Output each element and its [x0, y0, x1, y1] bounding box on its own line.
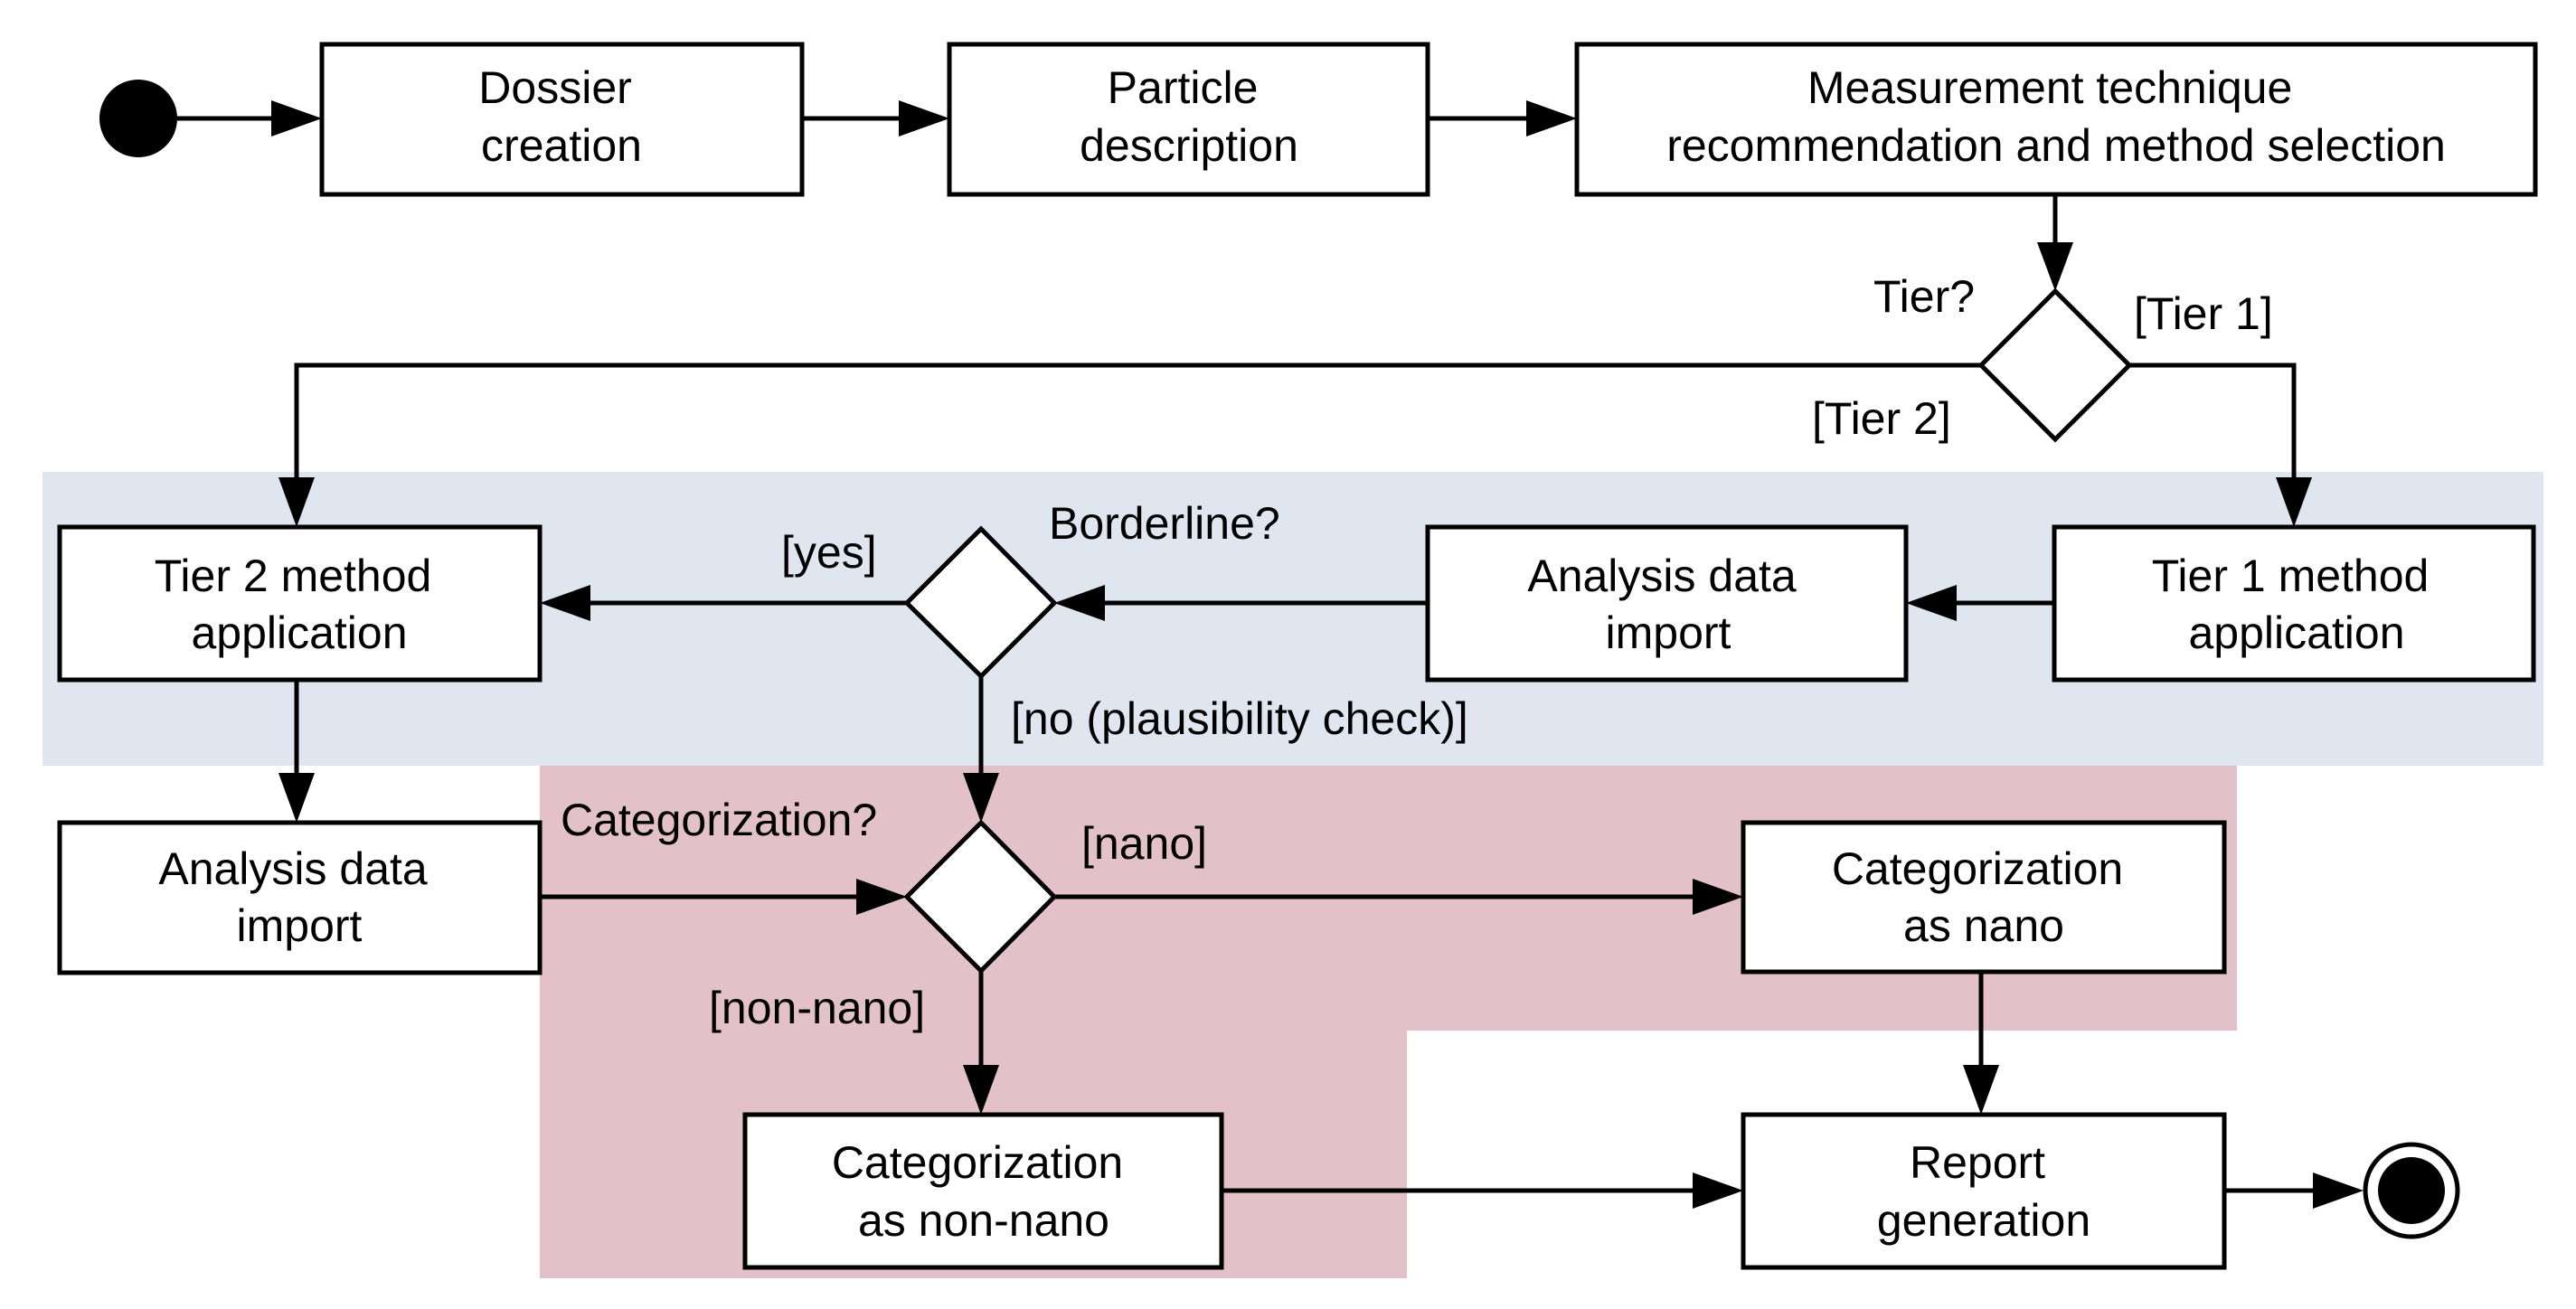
activity-report-generation: Report generation: [1741, 1112, 2227, 1270]
arrowhead-borderline: [1054, 585, 1105, 621]
arrowhead-tier: [2037, 242, 2073, 291]
svg-text:Particle description: Particle description: [1080, 62, 1298, 171]
import-upper-line-1: Analysis data: [1527, 551, 1797, 601]
activity-tier1-method-application: Tier 1 method application: [2052, 524, 2536, 683]
tier2-method-line-2: application: [191, 607, 407, 658]
svg-text:Report generation: Report generation: [1877, 1137, 2090, 1246]
arrowhead-categorization-no: [963, 773, 999, 823]
svg-text:Dossier creation: Dossier creation: [478, 62, 644, 171]
particle-description-line-1: Particle: [1108, 62, 1259, 113]
arrowhead-particle: [899, 100, 949, 137]
tier1-method-line-1: Tier 1 method: [2152, 551, 2430, 601]
dossier-creation-line-2: creation: [481, 120, 642, 171]
arrowhead-tier1-method: [2276, 477, 2312, 527]
guard-non-nano-label: [non-nano]: [709, 983, 925, 1033]
decision-borderline: [903, 525, 1058, 680]
categorization-nano-line-2: as nano: [1903, 900, 2064, 951]
arrowhead-import-lower: [278, 773, 315, 823]
report-generation-line-2: generation: [1877, 1195, 2090, 1246]
arrowhead-dossier: [271, 100, 322, 137]
svg-text:Tier 2 method applicatio: Tier 2 method application: [155, 551, 445, 658]
activity-analysis-data-import-upper: Analysis data import: [1425, 524, 1909, 683]
dossier-creation-line-1: Dossier: [478, 62, 631, 113]
activity-measurement-technique: Measurement technique recommendation and…: [1574, 42, 2538, 197]
measurement-technique-line-1: Measurement technique: [1807, 62, 2292, 113]
arrowhead-report-from-nano: [1963, 1065, 1999, 1115]
start-node: [99, 80, 177, 157]
svg-text:Categorization as nano: Categorization as nano: [1832, 843, 2136, 951]
edges: [177, 100, 2364, 1209]
activity-dossier-creation: Dossier creation: [319, 42, 805, 197]
svg-text:Analysis data import: Analysis data import: [1527, 551, 1808, 658]
decision-borderline-label: Borderline?: [1049, 498, 1280, 549]
decision-categorization: [903, 819, 1058, 975]
svg-text:Analysis data import: Analysis data import: [158, 843, 439, 951]
activity-tier2-method-application: Tier 2 method application: [57, 524, 543, 683]
svg-text:Tier 1 method applicatio: Tier 1 method application: [2152, 551, 2442, 658]
arrowhead-non-nano: [963, 1065, 999, 1115]
tier1-method-line-2: application: [2188, 607, 2404, 658]
activity-categorization-non-nano: Categorization as non-nano: [742, 1112, 1224, 1270]
guard-yes-label: [yes]: [781, 527, 877, 578]
activity-analysis-data-import-lower: Analysis data import: [57, 820, 543, 975]
import-lower-line-1: Analysis data: [158, 843, 428, 894]
decision-tier-label: Tier?: [1873, 271, 1975, 322]
categorization-nano-line-1: Categorization: [1832, 843, 2123, 894]
report-generation-line-1: Report: [1910, 1137, 2045, 1188]
import-upper-line-2: import: [1606, 607, 1731, 658]
end-node-inner: [2378, 1157, 2445, 1224]
guard-nano-label: [nano]: [1081, 818, 1207, 869]
svg-text:Categorization as non-na: Categorization as non-nano: [832, 1137, 1136, 1246]
arrowhead-categorization-decision: [856, 879, 907, 915]
guard-tier1-label: [Tier 1]: [2134, 288, 2273, 339]
arrowhead-tier2-method-yes: [540, 585, 590, 621]
arrowhead-measurement: [1526, 100, 1577, 137]
arrowhead-report-from-non-nano: [1693, 1172, 1743, 1209]
arrowhead-tier2-method: [278, 477, 315, 527]
svg-text:Measurement technique re: Measurement technique recommendation and…: [1666, 62, 2446, 171]
guard-no-plausibility-label: [no (plausibility check)]: [1011, 693, 1468, 744]
activity-particle-description: Particle description: [947, 42, 1430, 197]
arrowhead-nano: [1693, 879, 1743, 915]
arrowhead-import-upper: [1906, 585, 1957, 621]
import-lower-line-2: import: [237, 900, 363, 951]
edge-tier-to-tier1-method: [2129, 363, 2297, 488]
activity-categorization-nano: Categorization as nano: [1741, 820, 2227, 975]
decision-tier: [1977, 287, 2133, 443]
edge-tier-to-tier2-method: [294, 363, 1981, 488]
categorization-non-nano-line-2: as non-nano: [858, 1195, 1109, 1246]
categorization-non-nano-line-1: Categorization: [832, 1137, 1123, 1188]
tier2-method-line-1: Tier 2 method: [155, 551, 432, 601]
measurement-technique-line-2: recommendation and method selection: [1666, 120, 2446, 171]
decision-categorization-label: Categorization?: [561, 795, 877, 845]
arrowhead-end: [2313, 1172, 2364, 1209]
particle-description-line-2: description: [1080, 120, 1298, 171]
guard-tier2-label: [Tier 2]: [1812, 393, 1951, 444]
